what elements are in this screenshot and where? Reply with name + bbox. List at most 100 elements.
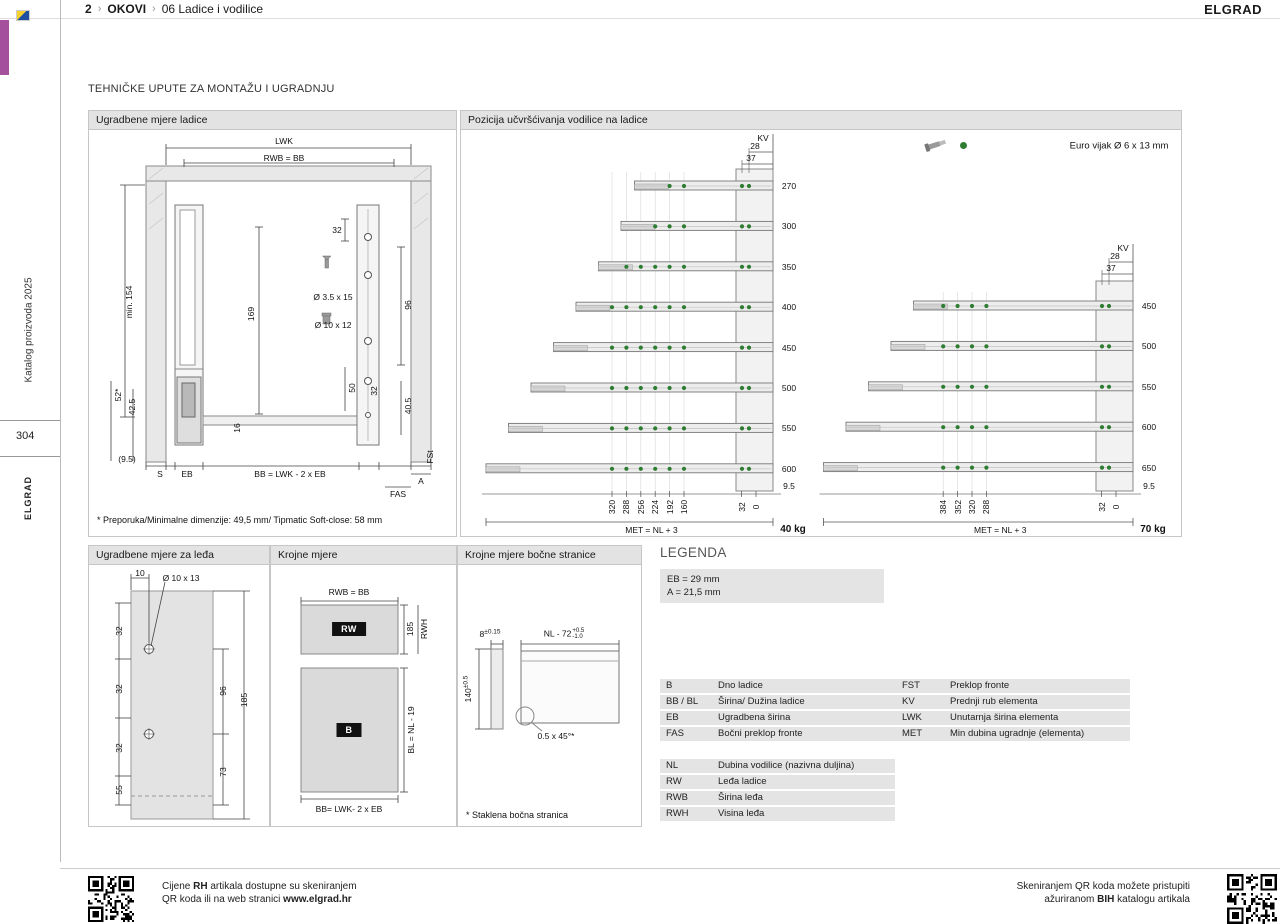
screw-dot: [739, 183, 745, 189]
guide-rail: [868, 381, 1134, 392]
screw-dot: [667, 345, 672, 350]
screw-dot: [681, 385, 687, 391]
screw-dot: [941, 465, 946, 470]
legend-cell: FST: [902, 680, 920, 691]
screw-dot: [624, 345, 629, 350]
screw-dot-icon: [960, 142, 967, 149]
screw-dot: [624, 385, 629, 391]
screw-dot: [955, 344, 960, 349]
screw-dot: [1106, 384, 1112, 389]
panel-title: Pozicija učvršćivanja vodilice na ladice: [468, 114, 648, 126]
screw-dot: [1099, 425, 1105, 430]
sidebar-divider: [0, 420, 60, 421]
screw-dot: [609, 426, 615, 431]
screw-dot: [746, 385, 752, 391]
screw-dot: [667, 264, 672, 269]
screw-dot: [739, 345, 745, 350]
legend-cell: BB / BL: [666, 696, 699, 707]
screw-dot: [667, 385, 672, 391]
screw-dot: [739, 385, 745, 391]
panel-drawer-dimensions: Ugradbene mjere ladice: [88, 110, 457, 537]
qr-code-left: [88, 876, 134, 922]
screw-dot: [681, 345, 687, 350]
sidebar-catalog-label: Katalog proizvoda 2025: [23, 277, 35, 383]
footer-divider-line: [60, 868, 1280, 869]
guide-rail: [485, 463, 774, 474]
legend-cell: FAS: [666, 728, 684, 739]
legend-cell: Dno ladice: [718, 680, 763, 691]
panel-side-dimensions: Krojne mjere bočne stranice 8±0.15 NL - …: [457, 545, 642, 827]
screw-dot: [1099, 344, 1105, 349]
screw-dot: [969, 303, 975, 309]
panel-title: Ugradbene mjere ladice: [96, 114, 208, 126]
qr-code-right: [1227, 874, 1277, 924]
screw-dot: [624, 466, 629, 471]
screw-dot: [638, 264, 643, 269]
breadcrumb-item: 06 Ladice i vodilice: [161, 2, 264, 16]
legend-cell: LWK: [902, 712, 922, 723]
legend-cell: NL: [666, 760, 679, 771]
legend-cell: B: [666, 680, 673, 691]
legend-cell: Dubina vodilice (nazivna duljina): [718, 760, 855, 771]
screw-dot: [746, 305, 752, 310]
page-title: TEHNIČKE UPUTE ZA MONTAŽU I UGRADNJU: [88, 83, 335, 95]
breadcrumb-section: OKOVI: [107, 2, 147, 16]
legend-cell: Ugradbena širina: [718, 712, 791, 723]
top-header: 2 › OKOVI › 06 Ladice i vodilice ELGRAD: [0, 0, 1280, 19]
panel-guide-positions: Pozicija učvršćivanja vodilice na ladice…: [460, 110, 1182, 537]
legend-title: LEGENDA: [660, 545, 727, 560]
sidebar-brand: ELGRAD: [23, 476, 33, 520]
breadcrumb: 2 › OKOVI › 06 Ladice i vodilice: [85, 0, 263, 18]
legend-cell: Bočni preklop fronte: [718, 728, 803, 739]
screw-dot: [667, 305, 672, 310]
screw-dot: [984, 425, 989, 430]
legend-cell: Leđa ladice: [718, 776, 767, 787]
legend-cell: Min dubina ugradnje (elementa): [950, 728, 1085, 739]
screw-dot: [984, 384, 989, 389]
screw-dot: [653, 345, 658, 350]
legend-cell: Prednji rub elementa: [950, 696, 1038, 707]
website-link: www.elgrad.hr: [283, 894, 352, 905]
screw-dot: [984, 344, 989, 349]
screw-dot: [681, 466, 687, 471]
guide-diagram-drawing: [482, 134, 1141, 526]
screw-dot: [1099, 384, 1105, 389]
screw-dot: [1106, 303, 1112, 309]
screw-dot: [969, 465, 975, 470]
screw-dot: [1106, 425, 1112, 430]
brand-accent-bar: [0, 20, 9, 75]
screw-dot: [638, 385, 643, 391]
screw-dot: [955, 384, 960, 389]
flag-icon: [16, 10, 30, 21]
screw-dot: [667, 183, 672, 189]
screw-dot: [739, 264, 745, 269]
screw-dot: [941, 303, 946, 309]
legend-cell: Širina leđa: [718, 792, 763, 803]
screw-dot: [739, 305, 745, 310]
legend-cell: KV: [902, 696, 915, 707]
screw-dot: [955, 425, 960, 430]
screw-dot: [638, 426, 643, 431]
screw-dot: [739, 426, 745, 431]
guide-rail: [823, 462, 1134, 473]
screw-dot: [941, 384, 946, 389]
screw-dot: [746, 345, 752, 350]
screw-dot: [739, 466, 745, 471]
screw-dot: [746, 224, 752, 229]
screw-dot: [667, 426, 672, 431]
screw-dot: [653, 466, 658, 471]
breadcrumb-separator-icon: ›: [97, 3, 102, 15]
breadcrumb-separator-icon: ›: [152, 3, 156, 15]
guide-rail: [890, 340, 1134, 351]
screw-dot: [638, 305, 643, 310]
guide-rail: [845, 421, 1134, 432]
side-panel-drawing: [475, 640, 620, 732]
sidebar-divider-line: [60, 0, 61, 862]
